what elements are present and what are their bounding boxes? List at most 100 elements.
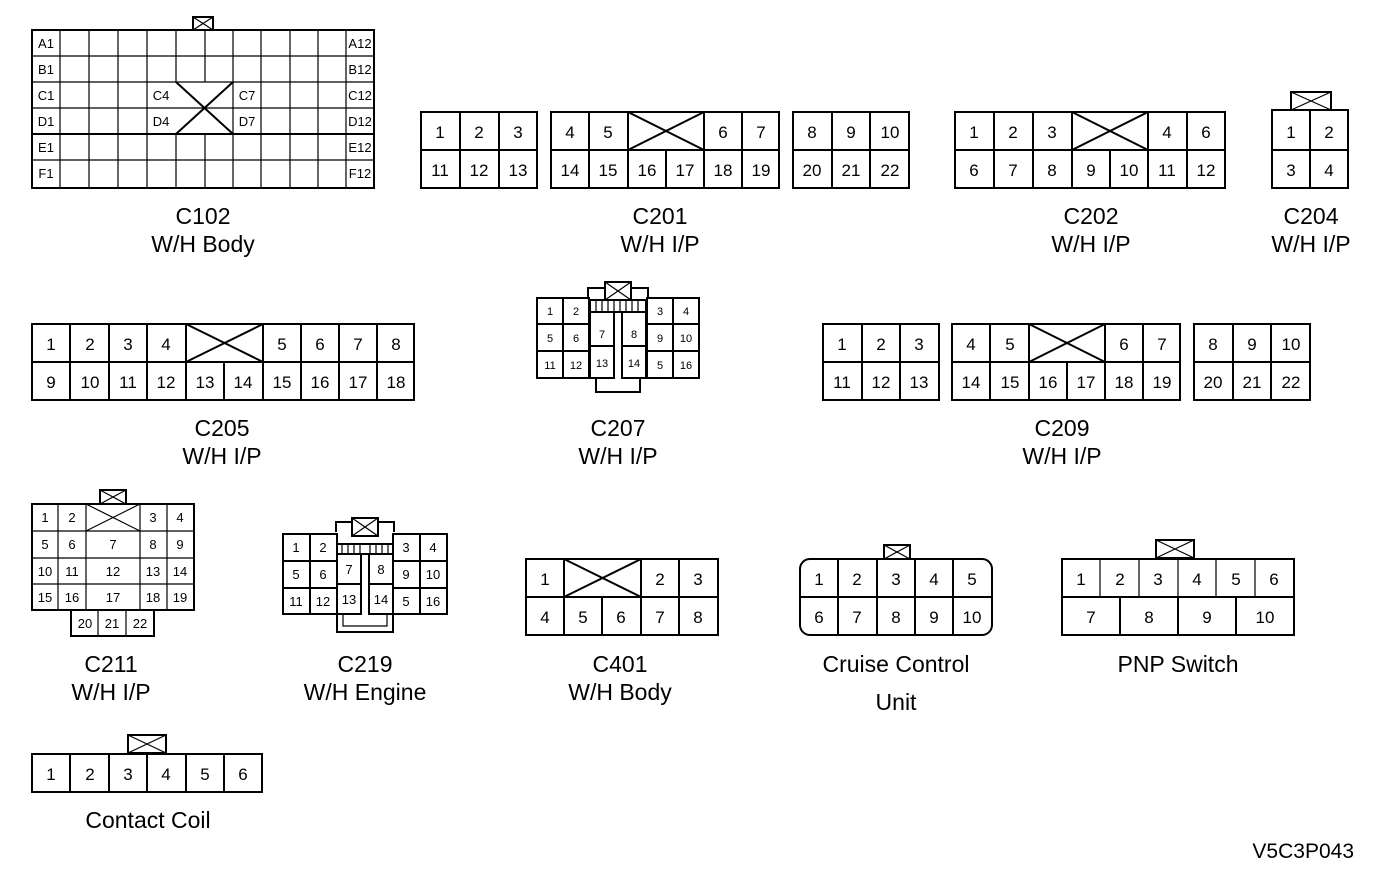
c207-pin-5: 5 — [547, 333, 553, 345]
c219-pin-8: 8 — [377, 562, 384, 577]
figure-code: V5C3P043 — [1252, 840, 1354, 863]
c201-pin-4: 4 — [565, 123, 574, 142]
c219-pin-9: 9 — [402, 567, 409, 582]
cruise-pin-3: 3 — [891, 570, 900, 589]
c219-pin-1: 1 — [292, 540, 299, 555]
c201-pin-18: 18 — [714, 161, 733, 180]
connector-contact-coil: 1 2 3 4 5 6 Contact Coil — [31, 734, 263, 833]
c102-row-a-left: A1 — [38, 36, 54, 51]
c211-pin-14: 14 — [173, 564, 187, 579]
c219-pin-4: 4 — [429, 540, 436, 555]
c219-pin-11: 11 — [289, 594, 303, 609]
c201-pin-22: 22 — [881, 161, 900, 180]
c209-pin-10: 10 — [1282, 335, 1301, 354]
pnp-pin-3: 3 — [1153, 570, 1162, 589]
c207-pin-12: 12 — [570, 360, 582, 372]
c202-pin-2: 2 — [1008, 123, 1017, 142]
c204-pin-4: 4 — [1324, 161, 1333, 180]
c205-pin-3: 3 — [123, 335, 132, 354]
c209-pin-7: 7 — [1157, 335, 1166, 354]
c211-pin-20: 20 — [78, 616, 92, 631]
c201-pin-14: 14 — [561, 161, 580, 180]
c401-pin-2: 2 — [655, 570, 664, 589]
cruise-pin-5: 5 — [967, 570, 976, 589]
c219-pin-14: 14 — [374, 592, 388, 607]
c102-name: C102 — [176, 203, 231, 229]
c209-pin-2: 2 — [876, 335, 885, 354]
c219-pin-5: 5 — [292, 567, 299, 582]
c211-pin-15: 15 — [38, 590, 52, 605]
c102-pin-d7: D7 — [239, 114, 256, 129]
c205-pin-18: 18 — [387, 373, 406, 392]
c102-row-d-left: D1 — [38, 114, 55, 129]
c201-pin-21: 21 — [842, 161, 861, 180]
pnp-pin-6: 6 — [1269, 570, 1278, 589]
c205-pin-9: 9 — [46, 373, 55, 392]
c211-pin-8: 8 — [149, 537, 156, 552]
c201-pin-19: 19 — [752, 161, 771, 180]
c211-pin-22: 22 — [133, 616, 147, 631]
c219-pin-13: 13 — [342, 592, 356, 607]
c211-pin-7: 7 — [109, 537, 116, 552]
c207-pin-1: 1 — [547, 306, 553, 318]
c201-pin-10: 10 — [881, 123, 900, 142]
c207-pin-11: 11 — [544, 360, 555, 372]
c211-pin-9: 9 — [176, 537, 183, 552]
c202-pin-6-top: 6 — [1201, 123, 1210, 142]
c207-pin-7: 7 — [599, 329, 605, 341]
c201-location: W/H I/P — [620, 231, 699, 257]
c401-location: W/H Body — [568, 679, 672, 705]
cruise-pin-9: 9 — [929, 608, 938, 627]
c205-pin-5: 5 — [277, 335, 286, 354]
c209-pin-1: 1 — [837, 335, 846, 354]
c207-pin-15: 5 — [657, 360, 663, 372]
c211-pin-6: 6 — [68, 537, 75, 552]
c207-pin-6: 6 — [573, 333, 579, 345]
c205-name: C205 — [195, 415, 250, 441]
c201-pin-12: 12 — [470, 161, 489, 180]
c209-pin-11: 11 — [833, 373, 851, 392]
contact-pin-3: 3 — [123, 765, 132, 784]
c102-lock-tab — [192, 16, 214, 31]
c205-pin-15: 15 — [273, 373, 292, 392]
contact-pin-2: 2 — [85, 765, 94, 784]
pnp-pin-4: 4 — [1192, 570, 1201, 589]
c102-row-b-right: B12 — [348, 62, 371, 77]
pnp-pin-7: 7 — [1086, 608, 1095, 627]
c202-pin-4: 4 — [1162, 123, 1171, 142]
connector-c201: 1 2 3 4 5 6 7 8 9 10 11 12 13 14 15 16 1… — [420, 111, 910, 257]
c219-pin-6: 6 — [319, 567, 326, 582]
c205-pin-13: 13 — [196, 373, 215, 392]
c205-pin-6: 6 — [315, 335, 324, 354]
c401-name: C401 — [593, 651, 648, 677]
c209-name: C209 — [1035, 415, 1090, 441]
cruise-location: Unit — [876, 689, 918, 715]
c211-pin-10: 10 — [38, 564, 52, 579]
c102-row-f-left: F1 — [38, 166, 53, 181]
connector-c219: 1 2 3 4 5 6 7 8 9 10 11 12 13 14 5 16 C2… — [282, 517, 448, 705]
c211-pin-11: 11 — [65, 564, 79, 579]
contact-name: Contact Coil — [85, 807, 210, 833]
c205-pin-1: 1 — [46, 335, 55, 354]
c209-pin-8: 8 — [1208, 335, 1217, 354]
c209-pin-12: 12 — [872, 373, 891, 392]
cruise-pin-1: 1 — [814, 570, 823, 589]
c211-pin-19: 19 — [173, 590, 187, 605]
cruise-pin-10: 10 — [963, 608, 982, 627]
c401-pin-5: 5 — [578, 608, 587, 627]
c209-pin-4: 4 — [966, 335, 975, 354]
cruise-pin-2: 2 — [852, 570, 861, 589]
connector-pnp-switch: 1 2 3 4 5 6 7 8 9 10 PNP Switch — [1061, 539, 1295, 677]
c211-pin-21: 21 — [105, 616, 119, 631]
c207-name: C207 — [591, 415, 646, 441]
c211-pin-12: 12 — [106, 564, 120, 579]
c201-pin-15: 15 — [599, 161, 618, 180]
c201-pin-1: 1 — [435, 123, 444, 142]
c102-location: W/H Body — [151, 231, 255, 257]
c209-pin-3: 3 — [914, 335, 923, 354]
c201-pin-16: 16 — [638, 161, 657, 180]
c207-pin-14: 14 — [628, 358, 640, 370]
c211-pin-17: 17 — [106, 590, 120, 605]
c205-pin-7: 7 — [353, 335, 362, 354]
c211-pin-1: 1 — [41, 510, 48, 525]
